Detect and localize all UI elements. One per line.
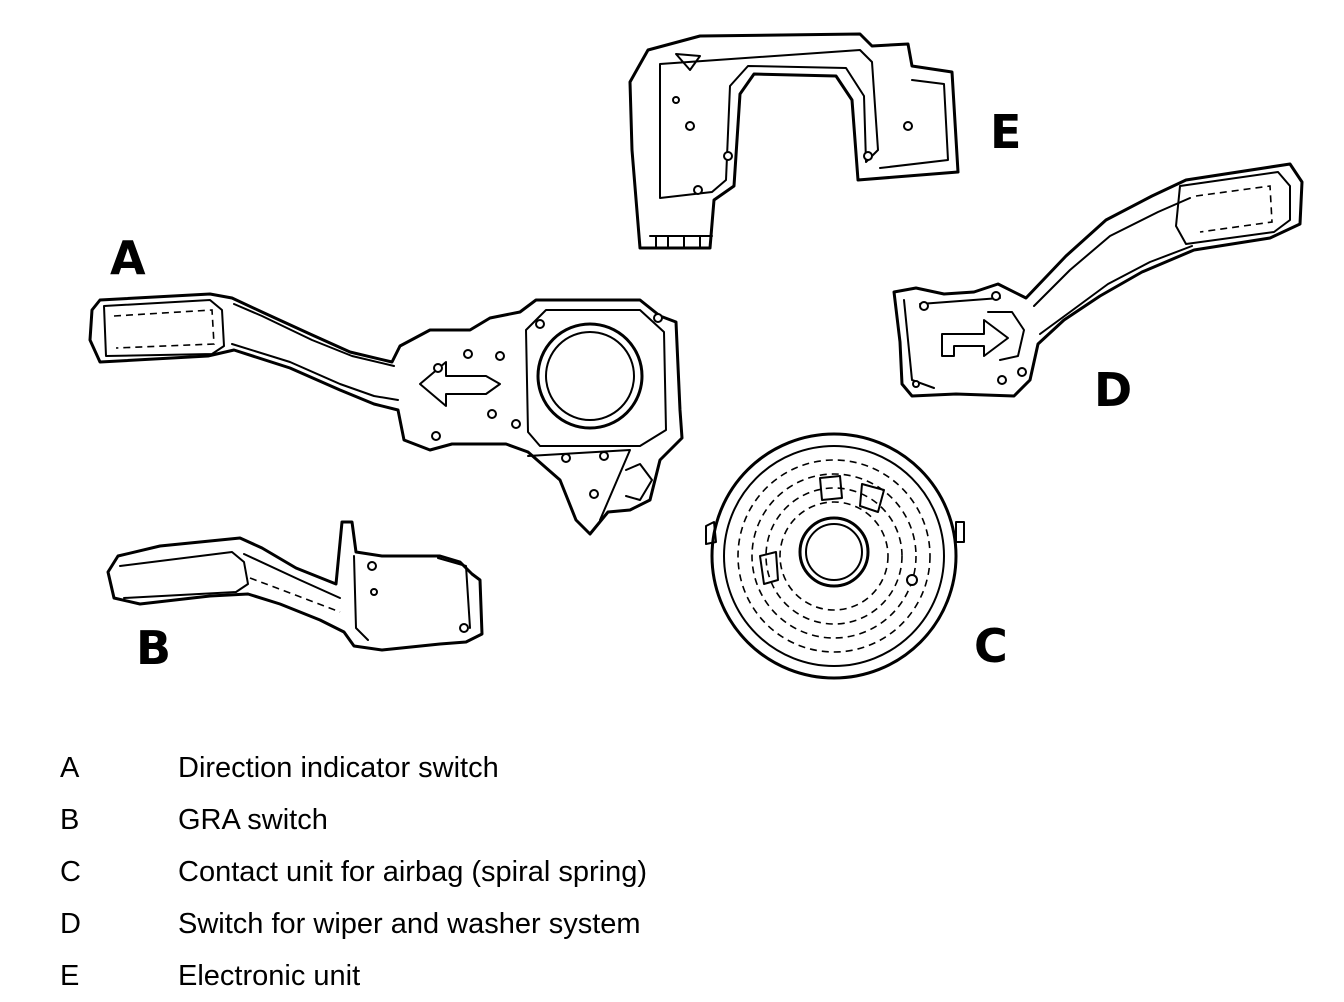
steering-column-switch-diagram: E A B [88, 32, 1304, 680]
legend-description: GRA switch [178, 804, 328, 836]
wiper-washer-switch-drawing [892, 162, 1304, 398]
legend-key: C [60, 856, 81, 888]
label-e: E [990, 105, 1021, 159]
legend-description: Direction indicator switch [178, 752, 499, 784]
legend-description: Contact unit for airbag (spiral spring) [178, 856, 648, 888]
legend-description: Electronic unit [178, 960, 361, 992]
label-a: A [110, 231, 146, 285]
legend-item: B GRA switch [0, 800, 1344, 840]
gra-switch-drawing [106, 520, 484, 652]
airbag-contact-unit-drawing [705, 432, 965, 680]
legend-item: A Direction indicator switch [0, 748, 1344, 788]
label-d: D [1094, 363, 1132, 417]
legend-key: A [60, 752, 80, 784]
legend-item: E Electronic unit [0, 956, 1344, 996]
legend-item: C Contact unit for airbag (spiral spring… [0, 852, 1344, 892]
electronic-unit-drawing [628, 32, 960, 250]
label-b: B [136, 621, 171, 675]
legend-key: D [60, 908, 81, 940]
legend-key: E [60, 960, 80, 992]
legend-key: B [60, 804, 80, 836]
label-c: C [974, 619, 1008, 673]
legend-description: Switch for wiper and washer system [178, 908, 641, 940]
direction-indicator-switch-drawing [88, 292, 684, 536]
legend-item: D Switch for wiper and washer system [0, 904, 1344, 944]
